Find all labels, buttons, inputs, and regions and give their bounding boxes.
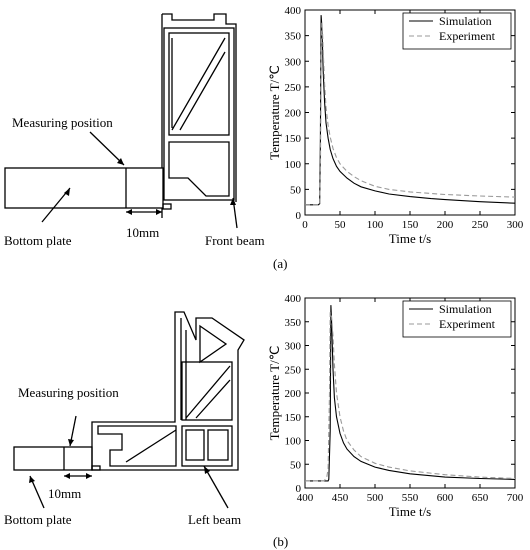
series-line-simulation — [305, 305, 516, 482]
y-axis-label: Temperature T/℃ — [267, 346, 282, 441]
y-tick-label: 150 — [285, 133, 302, 145]
legend-label-experiment: Experiment — [439, 29, 496, 43]
x-axis-label: Time t/s — [389, 504, 432, 519]
measuring-position-label-b: Measuring position — [18, 385, 119, 400]
series-line-simulation — [305, 15, 516, 206]
y-tick-label: 350 — [285, 31, 302, 43]
x-tick-label: 550 — [402, 492, 419, 504]
caption-a: (a) — [273, 256, 287, 271]
x-tick-label: 650 — [472, 492, 489, 504]
temperature-chart-b: 400 450 500 550 600 650 700 0 50 100 150 200 250 300 3… — [267, 293, 524, 519]
y-tick-label: 300 — [285, 56, 302, 68]
legend-label-experiment: Experiment — [439, 317, 496, 331]
legend-label-simulation: Simulation — [439, 14, 492, 28]
left-beam-label-b: Left beam — [188, 512, 241, 527]
temperature-chart-a: 0 50 100 150 200 250 300 0 50 100 150 200 250 300 350 4… — [267, 5, 524, 246]
legend-box — [402, 12, 512, 50]
y-tick-label: 0 — [296, 483, 302, 495]
x-tick-label: 150 — [402, 219, 419, 231]
bottom-plate-label-a: Bottom plate — [4, 233, 72, 248]
caption-b: (b) — [273, 534, 288, 549]
x-tick-label: 700 — [507, 492, 524, 504]
y-tick-label: 350 — [285, 317, 302, 329]
series-line-experiment — [305, 312, 516, 482]
x-tick-label: 0 — [302, 219, 308, 231]
y-tick-label: 400 — [285, 293, 302, 305]
legend-box — [402, 300, 512, 338]
x-tick-label: 300 — [507, 219, 524, 231]
x-axis-label: Time t/s — [389, 231, 432, 246]
y-tick-label: 200 — [285, 108, 302, 120]
y-tick-label: 100 — [285, 159, 302, 171]
series-line-experiment — [305, 22, 516, 206]
x-tick-label: 250 — [472, 219, 489, 231]
x-tick-label: 600 — [437, 492, 454, 504]
dimension-label-b: 10mm — [48, 486, 81, 501]
y-tick-label: 50 — [290, 184, 302, 196]
y-axis-label: Temperature T/℃ — [267, 65, 282, 160]
y-tick-label: 50 — [290, 459, 302, 471]
measuring-position-label-a: Measuring position — [12, 115, 113, 130]
front-beam-label-a: Front beam — [205, 233, 265, 248]
x-tick-label: 400 — [297, 492, 314, 504]
x-tick-label: 500 — [367, 492, 384, 504]
bottom-plate-label-b: Bottom plate — [4, 512, 72, 527]
x-tick-label: 450 — [332, 492, 349, 504]
structure-drawing-b — [13, 311, 245, 509]
legend-label-simulation: Simulation — [439, 302, 492, 316]
y-tick-label: 400 — [285, 5, 302, 17]
x-tick-label: 50 — [335, 219, 347, 231]
y-tick-label: 200 — [285, 388, 302, 400]
y-tick-label: 100 — [285, 436, 302, 448]
x-tick-label: 100 — [367, 219, 384, 231]
y-tick-label: 0 — [296, 210, 302, 222]
x-tick-label: 200 — [437, 219, 454, 231]
y-tick-label: 300 — [285, 341, 302, 353]
y-tick-label: 150 — [285, 412, 302, 424]
y-tick-label: 250 — [285, 364, 302, 376]
y-tick-label: 250 — [285, 82, 302, 94]
dimension-label-a: 10mm — [126, 225, 159, 240]
structure-drawing-a — [4, 13, 238, 229]
